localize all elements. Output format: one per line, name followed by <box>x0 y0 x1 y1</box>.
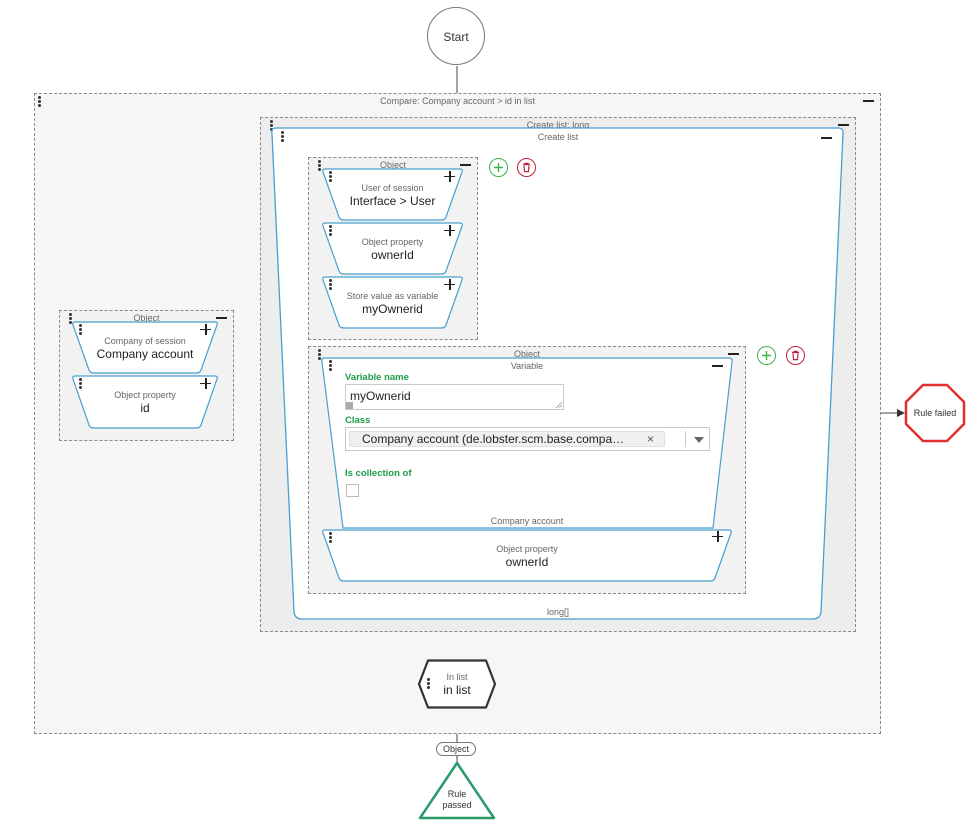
company-of-session-add-icon[interactable] <box>200 324 211 335</box>
object-property-id-type: Object property <box>114 390 176 400</box>
object-property-ownerid-lower-type: Object property <box>496 544 558 554</box>
company-of-session-value: Company account <box>96 347 194 361</box>
rule-passed-node[interactable]: Rule passed <box>417 761 497 821</box>
top-object-delete-button[interactable] <box>517 158 536 177</box>
lower-object-drag-handle-icon[interactable] <box>318 349 321 361</box>
left-object-title: Object <box>133 313 160 323</box>
create-list-inner-collapse-icon[interactable] <box>821 137 832 139</box>
variable-name-label: Variable name <box>345 372 409 383</box>
lower-object-title: Object <box>513 349 540 359</box>
object-property-id-value: id <box>140 401 150 415</box>
class-chip-remove-icon[interactable]: × <box>646 432 654 446</box>
top-object-collapse-icon[interactable] <box>460 164 471 166</box>
object-property-ownerid-type: Object property <box>361 237 424 247</box>
user-of-session-step[interactable]: User of session Interface > User <box>322 168 463 221</box>
object-property-id-step[interactable]: Object property id <box>72 375 218 429</box>
create-list-outer-title: Create list: long <box>526 120 590 130</box>
object-property-ownerid-value: ownerId <box>371 248 414 262</box>
object-property-ownerid-lower-add-icon[interactable] <box>712 531 723 542</box>
user-of-session-drag-handle-icon[interactable] <box>329 171 332 183</box>
company-of-session-step[interactable]: Company of session Company account <box>72 321 218 374</box>
variable-name-value: myOwnerid <box>350 389 411 403</box>
chevron-down-icon[interactable] <box>694 437 704 443</box>
class-chip[interactable]: Company account (de.lobster.scm.base.com… <box>349 431 665 447</box>
create-list-inner-title: Create list <box>537 132 579 142</box>
object-tag: Object <box>436 742 476 756</box>
object-property-ownerid-step[interactable]: Object property ownerId <box>322 222 463 275</box>
in-list-type: In list <box>446 672 468 682</box>
top-object-add-button[interactable] <box>489 158 508 177</box>
dropdown-divider <box>685 431 686 447</box>
start-node[interactable]: Start <box>427 7 485 65</box>
object-property-id-add-icon[interactable] <box>200 378 211 389</box>
store-value-drag-handle-icon[interactable] <box>329 279 332 291</box>
company-of-session-type: Company of session <box>104 336 186 346</box>
rule-passed-line2: passed <box>442 800 472 810</box>
variable-name-input[interactable]: myOwnerid <box>345 384 564 410</box>
store-value-step[interactable]: Store value as variable myOwnerid <box>322 276 463 329</box>
resize-handle-icon[interactable] <box>555 401 562 408</box>
class-chip-value: Company account (de.lobster.scm.base.com… <box>362 432 625 446</box>
store-value-type: Store value as variable <box>346 291 439 301</box>
company-of-session-drag-handle-icon[interactable] <box>79 324 82 336</box>
left-object-drag-handle-icon[interactable] <box>69 313 72 325</box>
object-property-id-drag-handle-icon[interactable] <box>79 378 82 390</box>
variable-collapse-icon[interactable] <box>712 365 723 367</box>
create-list-outer-drag-handle-icon[interactable] <box>270 120 273 132</box>
company-account-label: Company account <box>490 516 564 526</box>
store-value-value: myOwnerid <box>362 302 423 316</box>
is-collection-checkbox[interactable] <box>346 484 359 497</box>
object-property-ownerid-lower-drag-handle-icon[interactable] <box>329 532 332 544</box>
compare-drag-handle-icon[interactable] <box>38 96 41 108</box>
user-of-session-add-icon[interactable] <box>444 171 455 182</box>
variable-title: Variable <box>510 361 544 371</box>
class-select[interactable]: Company account (de.lobster.scm.base.com… <box>345 427 710 451</box>
field-type-icon <box>346 402 353 409</box>
left-object-collapse-icon[interactable] <box>216 317 227 319</box>
top-object-drag-handle-icon[interactable] <box>318 160 321 172</box>
lower-object-delete-button[interactable] <box>786 346 805 365</box>
compare-collapse-icon[interactable] <box>863 100 874 102</box>
lower-object-collapse-icon[interactable] <box>728 353 739 355</box>
top-object-title: Object <box>379 160 406 170</box>
is-collection-label: Is collection of <box>345 468 412 479</box>
user-of-session-type: User of session <box>361 183 424 193</box>
object-tag-label: Object <box>442 744 469 754</box>
create-list-inner-footer: long[] <box>546 607 570 617</box>
in-list-node[interactable]: In list in list <box>417 659 497 709</box>
rule-failed-node[interactable]: Rule failed <box>904 383 966 443</box>
in-list-drag-handle-icon[interactable] <box>427 678 430 690</box>
object-property-ownerid-add-icon[interactable] <box>444 225 455 236</box>
start-label: Start <box>443 30 469 44</box>
lower-object-add-button[interactable] <box>757 346 776 365</box>
store-value-add-icon[interactable] <box>444 279 455 290</box>
class-label: Class <box>345 415 371 426</box>
variable-drag-handle-icon[interactable] <box>329 360 332 372</box>
rule-passed-line1: Rule <box>447 789 467 799</box>
in-list-value: in list <box>443 683 471 697</box>
object-property-ownerid-lower-step[interactable]: Object property ownerId <box>322 529 732 582</box>
rule-failed-label: Rule failed <box>913 408 957 418</box>
trash-icon <box>792 350 799 361</box>
create-list-outer-collapse-icon[interactable] <box>838 124 849 126</box>
user-of-session-value: Interface > User <box>349 194 436 208</box>
create-list-inner-drag-handle-icon[interactable] <box>281 131 284 143</box>
object-property-ownerid-drag-handle-icon[interactable] <box>329 225 332 237</box>
trash-icon <box>523 162 530 173</box>
object-property-ownerid-lower-value: ownerId <box>505 555 549 569</box>
compare-title: Compare: Company account > id in list <box>380 96 535 106</box>
